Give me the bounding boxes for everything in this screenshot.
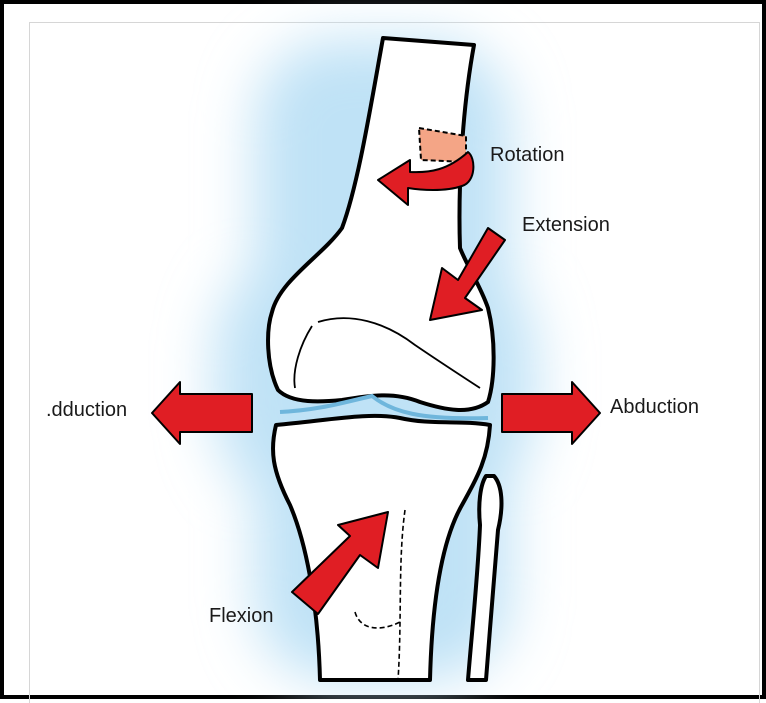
abduction-label: Abduction: [610, 397, 699, 417]
extension-label: Extension: [522, 215, 610, 235]
flexion-label: Flexion: [209, 606, 273, 626]
adduction-label: .dduction: [46, 400, 127, 420]
rotation-label: Rotation: [490, 145, 565, 165]
